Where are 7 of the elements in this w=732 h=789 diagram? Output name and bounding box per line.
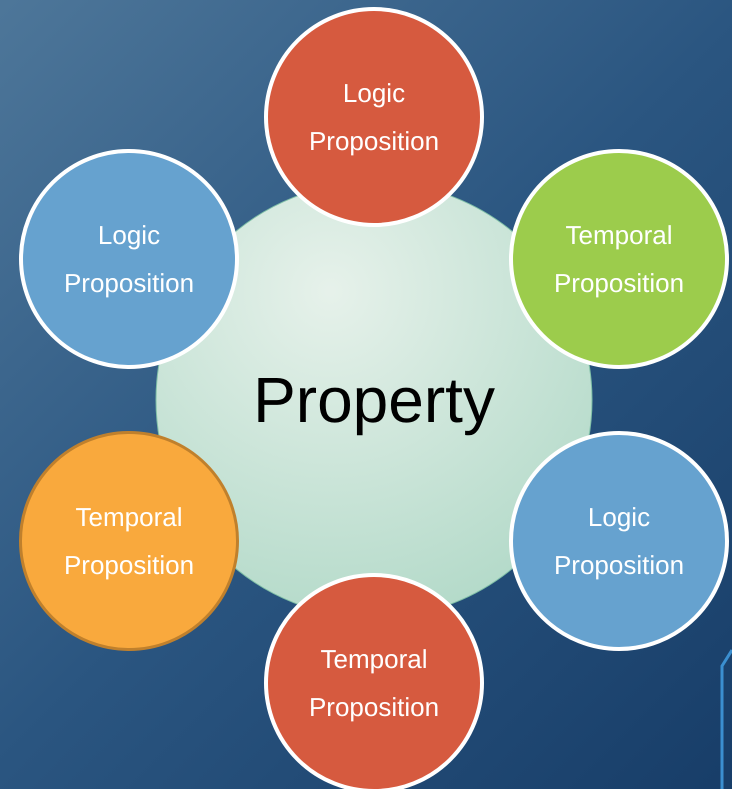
circle-label: Logic Proposition <box>308 76 440 158</box>
circle-label: Logic Proposition <box>62 218 196 300</box>
circle-label: Logic Proposition <box>552 500 686 582</box>
circle-label: Temporal Proposition <box>552 218 686 300</box>
circle-label: Temporal Proposition <box>308 642 440 724</box>
central-label: Property <box>253 363 495 438</box>
circle-label: Temporal Proposition <box>62 500 196 582</box>
